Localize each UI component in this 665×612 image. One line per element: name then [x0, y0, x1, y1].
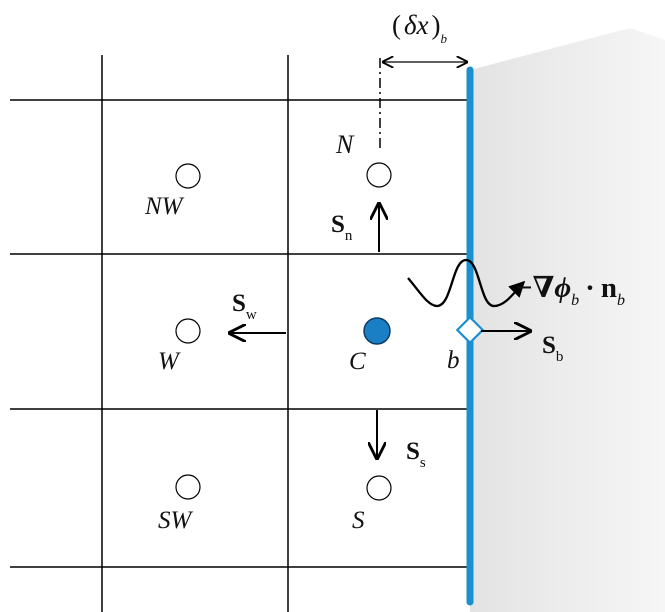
flux-wave-arrow — [407, 258, 526, 308]
node-SW — [175, 474, 201, 500]
solid-region — [470, 28, 665, 612]
node-label-N: N — [335, 130, 355, 159]
node-W — [175, 318, 201, 344]
dimension-label: (δx)b — [392, 10, 448, 46]
mesh-grid — [10, 55, 470, 612]
node-label-S: S — [352, 507, 365, 534]
node-NW — [175, 163, 201, 189]
vector-label-south: Ss — [406, 438, 426, 471]
node-N — [366, 162, 392, 188]
node-label-b: b — [447, 347, 460, 374]
node-label-NW: NW — [144, 193, 185, 220]
node-label-W: W — [158, 348, 181, 375]
boundary-node-marker — [455, 315, 485, 345]
vector-label-boundary: Sb — [542, 332, 563, 365]
node-label-C: C — [349, 348, 366, 375]
vector-label-north: Sn — [331, 211, 353, 244]
node-label-SW: SW — [158, 507, 194, 534]
node-S — [366, 475, 392, 501]
node-C — [363, 317, 391, 345]
flux-label: −∇ϕb·nb — [516, 272, 625, 309]
vector-label-west: Sw — [232, 290, 257, 323]
